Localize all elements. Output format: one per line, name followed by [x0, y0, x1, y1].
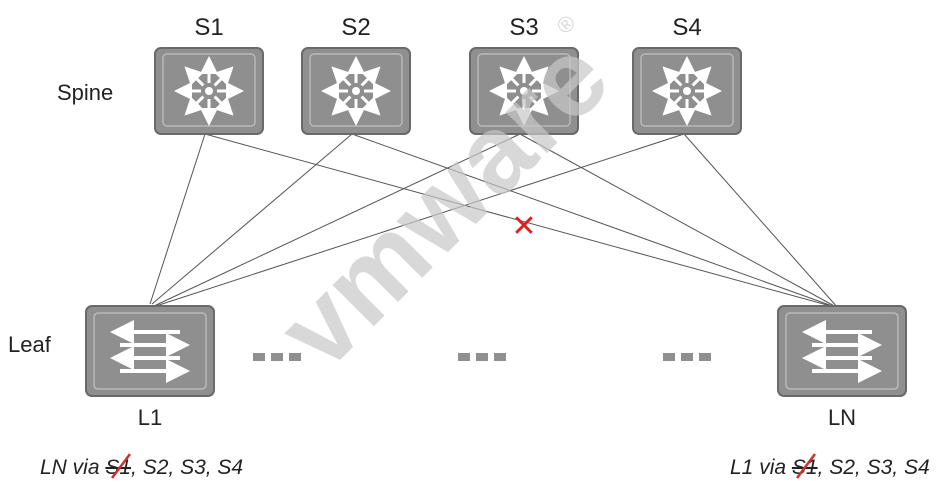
spine-label-s1: S1	[194, 14, 223, 41]
leaf-label-ln: LN	[828, 405, 856, 430]
ellipsis-2c	[494, 353, 506, 361]
ellipsis-dashes	[253, 353, 711, 361]
ellipsis-2	[458, 353, 470, 361]
caption-left-prefix: LN via	[40, 456, 105, 479]
caption-left-rest: , S2, S3, S4	[131, 456, 243, 479]
link-s1-l1	[149, 133, 206, 305]
spine-switches	[154, 47, 742, 135]
link-s4-ln	[683, 133, 839, 309]
link-s2-l1	[151, 133, 353, 305]
ellipsis-1b	[271, 353, 283, 361]
ellipsis-3b	[681, 353, 693, 361]
router-arrows-icon	[174, 56, 244, 126]
leaf-layer-label: Leaf	[8, 332, 52, 357]
links	[149, 133, 839, 309]
leaf-switches	[85, 305, 907, 397]
ellipsis-2b	[476, 353, 488, 361]
link-s3-ln	[519, 133, 839, 309]
spine-switch-s1	[154, 47, 264, 135]
link-s3-l1	[153, 133, 521, 307]
spine-label-s4: S4	[672, 14, 701, 41]
caption-left: LN via S1, S2, S3, S4	[40, 456, 243, 479]
link-s4-l1	[155, 133, 685, 307]
caption-right-strike-mark	[796, 453, 816, 479]
link-s2-ln	[351, 133, 839, 309]
ellipsis-1c	[289, 353, 301, 361]
switch-arrows-icon	[802, 320, 882, 383]
caption-left-strike-mark	[111, 453, 131, 479]
switch-arrows-icon	[110, 320, 190, 383]
ellipsis-1	[253, 353, 265, 361]
ellipsis-3c	[699, 353, 711, 361]
failed-link-icon: ✕	[511, 209, 536, 244]
router-arrows-icon	[321, 56, 391, 126]
link-s1-ln	[204, 133, 839, 309]
spine-label-s2: S2	[341, 14, 370, 41]
spine-layer-label: Spine	[57, 80, 113, 105]
leaf-switch-l1	[85, 305, 215, 397]
spine-switch-s2	[301, 47, 411, 135]
spine-label-s3: S3	[509, 14, 538, 41]
router-arrows-icon	[652, 56, 722, 126]
leaf-switch-ln	[777, 305, 907, 397]
router-arrows-icon	[489, 56, 559, 126]
spine-switch-s3	[469, 47, 579, 135]
caption-right-rest: , S2, S3, S4	[818, 456, 930, 479]
ellipsis-3	[663, 353, 675, 361]
leaf-label-l1: L1	[138, 405, 162, 430]
caption-right-prefix: L1 via	[730, 456, 792, 479]
caption-right: L1 via S1, S2, S3, S4	[730, 456, 930, 479]
spine-switch-s4	[632, 47, 742, 135]
